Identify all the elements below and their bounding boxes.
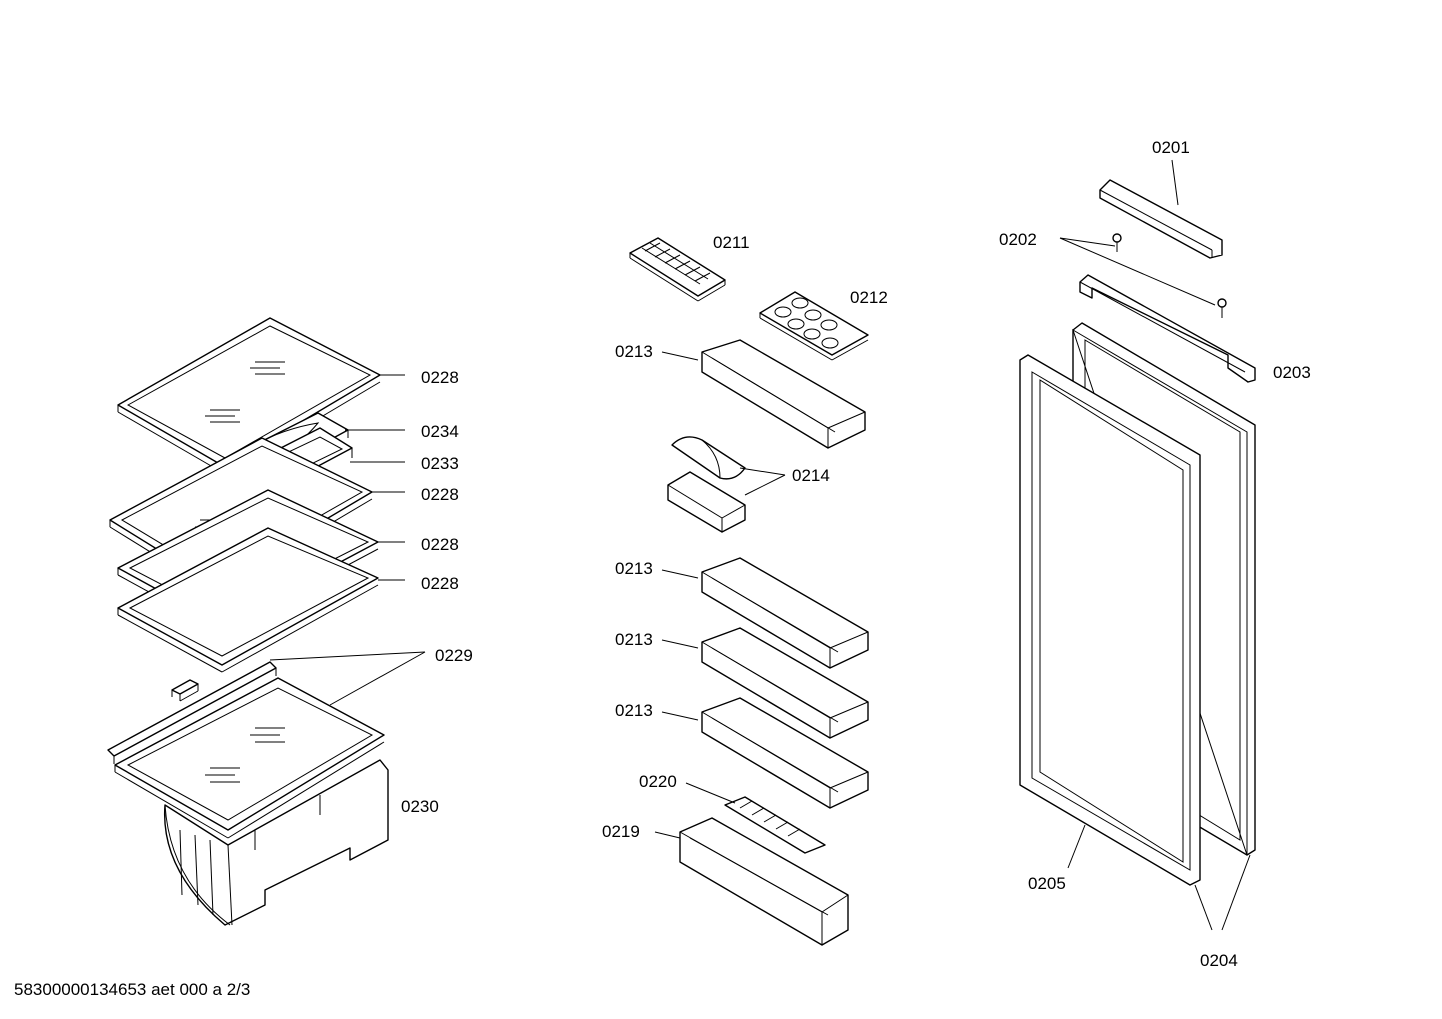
label-0214: 0214 bbox=[792, 466, 830, 485]
hinge-bracket bbox=[1079, 274, 1256, 383]
label-0213-d: 0213 bbox=[615, 701, 653, 720]
part-labels: 0228 0234 0233 0228 0228 0228 0229 0230 … bbox=[401, 138, 1311, 970]
screws bbox=[1112, 233, 1227, 318]
door-shelf-4 bbox=[701, 697, 869, 809]
label-0220: 0220 bbox=[639, 772, 677, 791]
label-0211: 0211 bbox=[713, 233, 750, 252]
right-door-group bbox=[1019, 179, 1256, 886]
label-0228-d: 0228 bbox=[421, 574, 459, 593]
document-id: 58300000134653 aet 000 a 2/3 bbox=[14, 980, 251, 999]
door-shelf-1 bbox=[701, 339, 866, 449]
label-0201: 0201 bbox=[1152, 138, 1190, 157]
profile-strip bbox=[107, 661, 277, 764]
label-0228-b: 0228 bbox=[421, 485, 459, 504]
leader-lines bbox=[269, 159, 1251, 931]
label-0203: 0203 bbox=[1273, 363, 1311, 382]
bottle-separator bbox=[724, 796, 826, 854]
label-0213-a: 0213 bbox=[615, 342, 653, 361]
label-0230: 0230 bbox=[401, 797, 439, 816]
crisper-cover bbox=[114, 677, 385, 839]
label-0213-b: 0213 bbox=[615, 559, 653, 578]
middle-door-parts-group bbox=[629, 237, 869, 946]
egg-tray bbox=[759, 291, 869, 361]
handle-cover bbox=[1099, 179, 1223, 259]
label-0213-c: 0213 bbox=[615, 630, 653, 649]
label-0219: 0219 bbox=[602, 822, 640, 841]
dairy-compartment bbox=[667, 436, 746, 533]
label-0233: 0233 bbox=[421, 454, 459, 473]
bottle-shelf bbox=[679, 817, 849, 946]
label-0229: 0229 bbox=[435, 646, 473, 665]
left-shelf-group bbox=[107, 317, 389, 926]
door-gasket bbox=[1019, 354, 1201, 886]
label-0205: 0205 bbox=[1028, 874, 1066, 893]
label-0204: 0204 bbox=[1200, 951, 1238, 970]
ice-cube-tray bbox=[629, 237, 726, 302]
glass-shelf-4 bbox=[117, 527, 379, 673]
door-shelf-3 bbox=[701, 627, 869, 739]
label-0212: 0212 bbox=[850, 288, 888, 307]
label-0234: 0234 bbox=[421, 422, 459, 441]
label-0228-c: 0228 bbox=[421, 535, 459, 554]
crisper-drawer bbox=[163, 759, 389, 926]
door-shelf-2 bbox=[701, 557, 869, 669]
label-0228-a: 0228 bbox=[421, 368, 459, 387]
label-0202: 0202 bbox=[999, 230, 1037, 249]
